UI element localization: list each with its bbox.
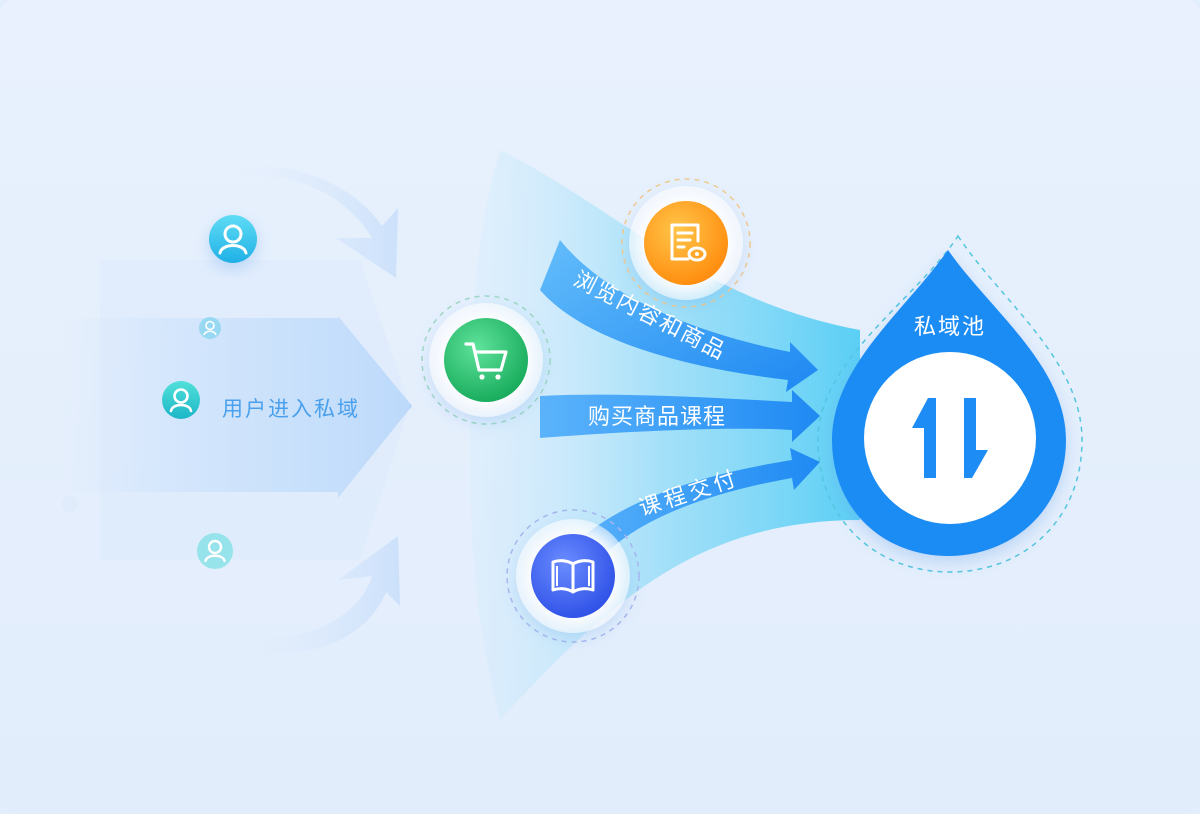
user-avatar-icon xyxy=(162,381,200,419)
flow-bands xyxy=(540,240,820,586)
top-curved-arrow xyxy=(240,166,398,278)
pool-label: 私域池 xyxy=(914,315,986,340)
up-down-arrows-icon xyxy=(912,398,988,478)
private-pool[interactable] xyxy=(817,234,1083,573)
user-avatar-icon xyxy=(199,317,221,339)
document-view-icon xyxy=(670,223,707,262)
book-node[interactable] xyxy=(506,509,640,643)
user-avatars xyxy=(62,215,257,569)
pool-dashed-outline xyxy=(817,234,1083,573)
delivery-band xyxy=(560,448,820,586)
user-entry-label: 用户进入私域 xyxy=(222,397,360,421)
purchase-label: 购买商品课程 xyxy=(588,405,726,430)
user-avatar-icon xyxy=(209,215,257,263)
document-node[interactable] xyxy=(621,178,751,308)
cart-node[interactable] xyxy=(421,295,551,425)
main-entry-arrow xyxy=(60,316,412,498)
open-book-icon xyxy=(551,559,595,594)
browse-band xyxy=(540,240,818,392)
incoming-arrows xyxy=(60,166,412,654)
pool-inner-circle xyxy=(864,352,1036,524)
user-avatar-icon xyxy=(197,533,233,569)
shopping-cart-icon xyxy=(464,342,508,380)
bottom-curved-arrow xyxy=(250,536,400,654)
left-faint-wedge xyxy=(100,260,410,560)
faint-dot xyxy=(62,496,78,512)
purchase-band xyxy=(540,390,820,442)
